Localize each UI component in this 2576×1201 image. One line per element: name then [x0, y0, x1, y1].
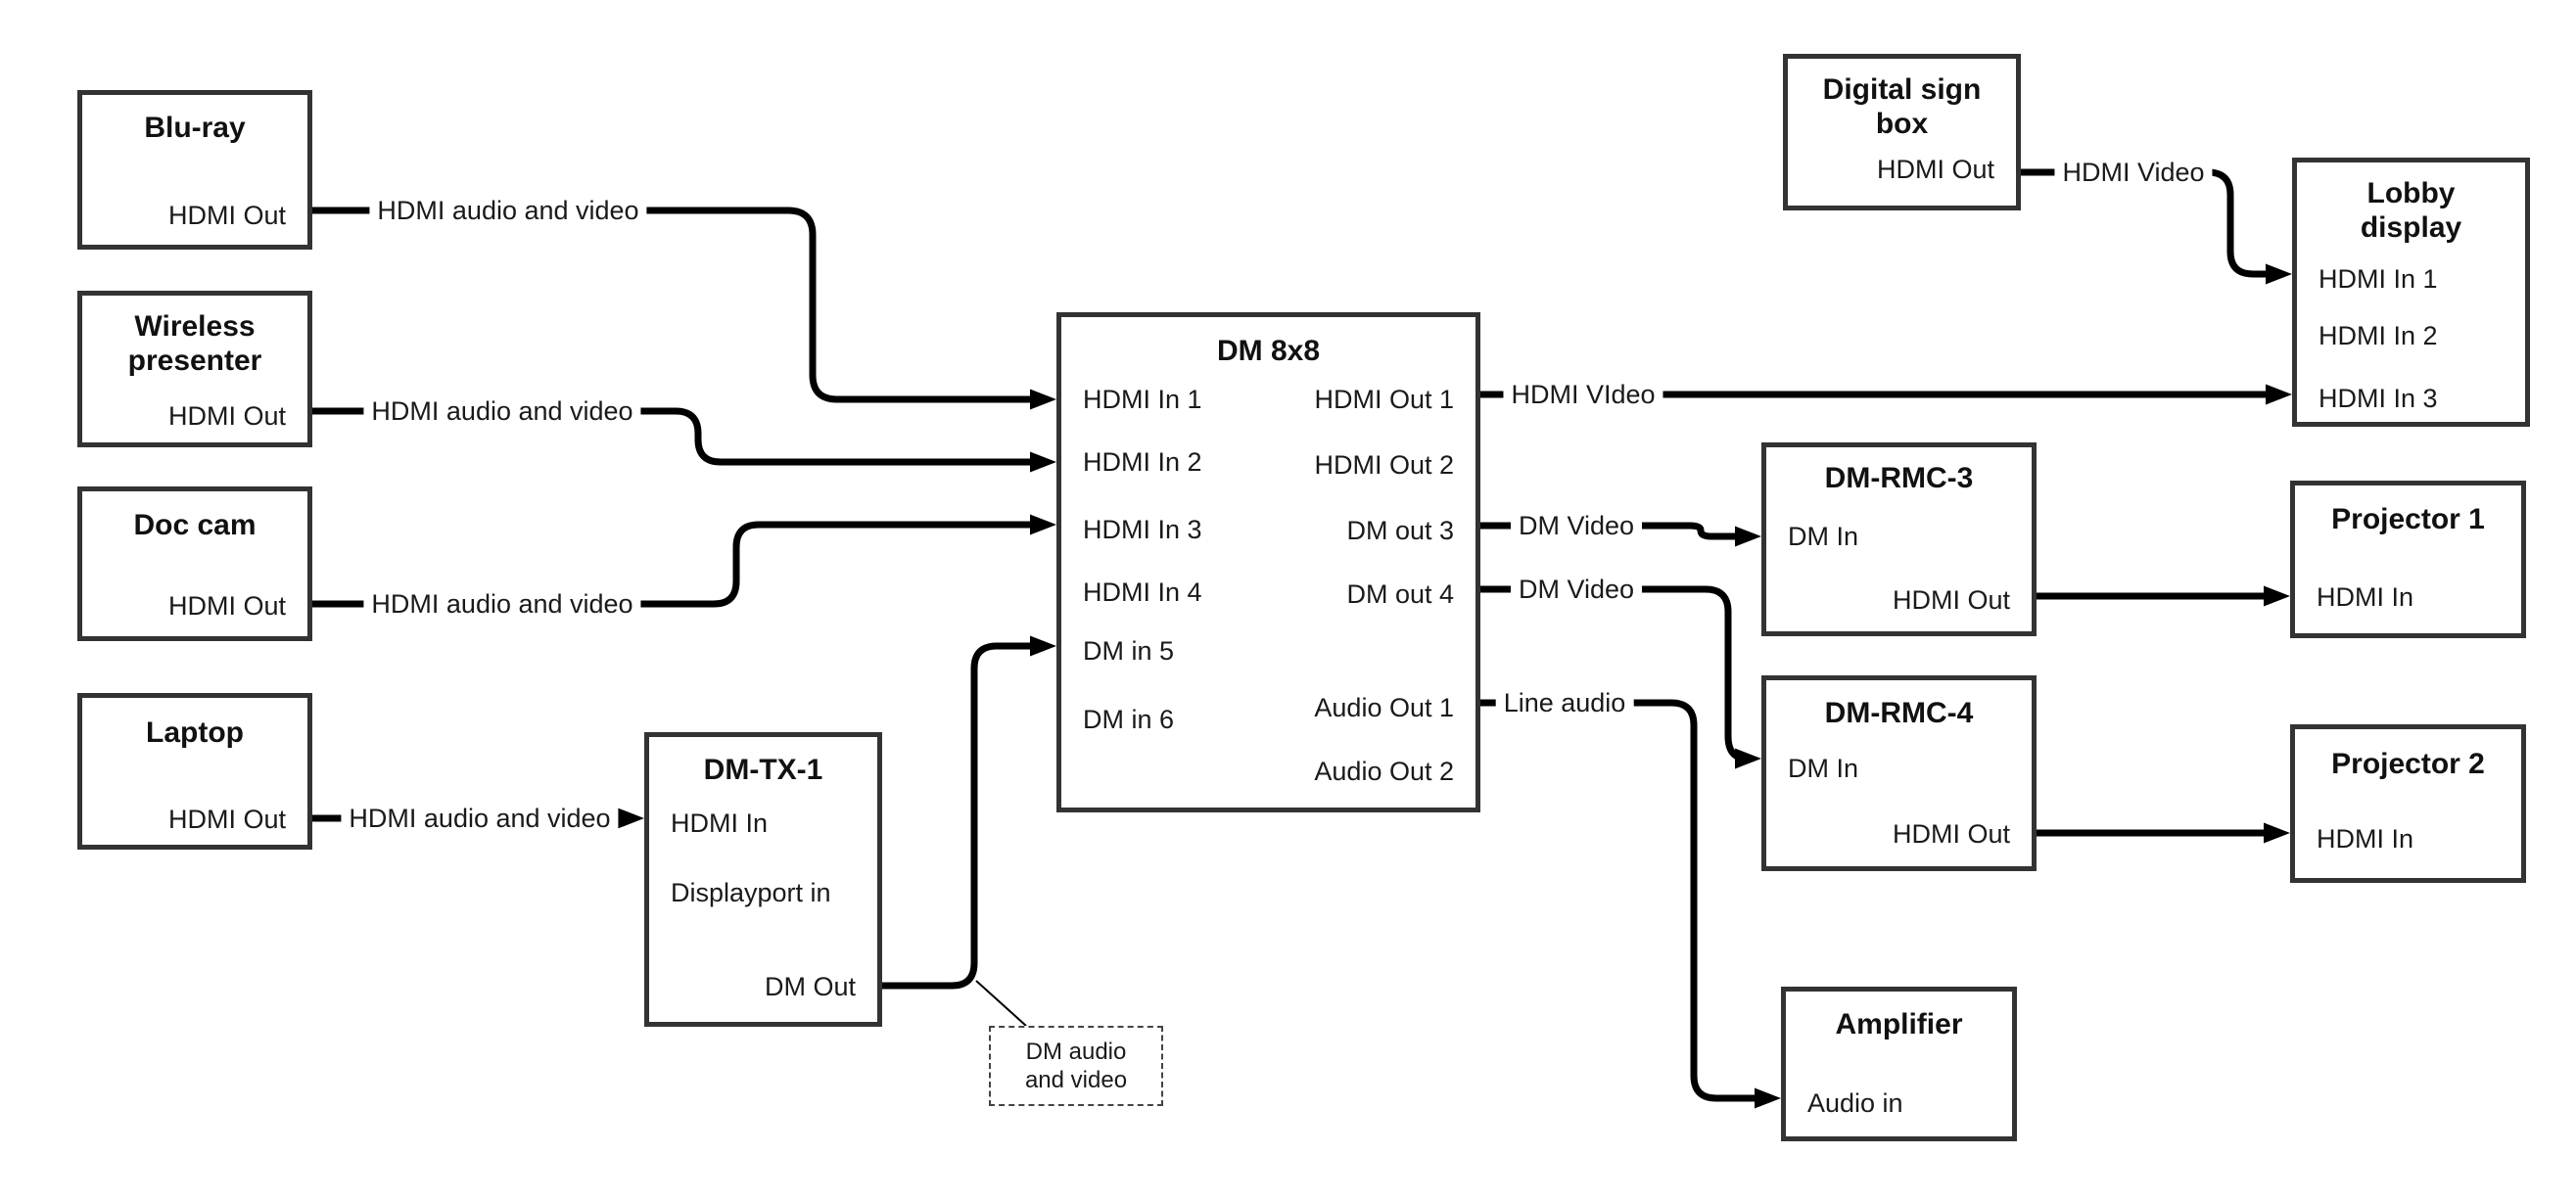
connector-bluray-to-dm8x8: [312, 207, 1056, 410]
node-title: Digital sign box: [1822, 73, 1982, 140]
port-hdmi-out: HDMI Out: [1876, 155, 1994, 184]
port-hdmi-in: HDMI In: [2317, 582, 2414, 612]
node-title: Projector 1: [2331, 503, 2485, 535]
wire-label-line-audio: Line audio: [1495, 688, 1634, 717]
connector-dm8x8-to-dmrmc4: [1480, 585, 1761, 769]
node-title: DM-RMC-4: [1824, 697, 1974, 729]
port-hdmi-in-2: HDMI In 2: [2318, 321, 2438, 350]
wire-label-hdmi-video-out1: HDMI VIdeo: [1503, 380, 1663, 409]
port-audio-in: Audio in: [1807, 1088, 1903, 1118]
port-dm-out: DM Out: [764, 972, 856, 1001]
connector-digital-sign-to-lobby: [2021, 168, 2292, 285]
port-hdmi-out: HDMI Out: [167, 805, 286, 834]
port-hdmi-out-2: HDMI Out 2: [1314, 450, 1454, 480]
wire-label-hdmi-audio-video-1: HDMI audio and video: [369, 196, 647, 225]
connector-doccam-to-dm8x8: [312, 514, 1056, 608]
connector-wireless-to-dm8x8: [312, 407, 1056, 473]
node-amplifier: Amplifier Audio in: [1781, 987, 2017, 1141]
port-hdmi-in-1: HDMI In 1: [1083, 385, 1202, 414]
port-hdmi-out: HDMI Out: [1892, 585, 2010, 615]
node-dm-8x8: DM 8x8 HDMI In 1 HDMI In 2 HDMI In 3 HDM…: [1056, 312, 1480, 812]
node-title: Projector 2: [2331, 748, 2485, 780]
connector-dm8x8-to-amplifier: [1480, 699, 1781, 1109]
note-leader-line: [975, 980, 1027, 1027]
note-dm-audio-and-video: DM audio and video: [989, 1026, 1163, 1106]
node-title: Wireless presenter: [127, 310, 262, 377]
connector-dm8x8-to-dmrmc3: [1480, 522, 1761, 547]
port-hdmi-out: HDMI Out: [167, 591, 286, 621]
wire-label-hdmi-audio-video-2: HDMI audio and video: [363, 396, 641, 426]
wire-label-hdmi-audio-video-3: HDMI audio and video: [363, 589, 641, 619]
port-hdmi-in-4: HDMI In 4: [1083, 577, 1202, 607]
port-hdmi-in: HDMI In: [2317, 824, 2414, 854]
port-hdmi-in-3: HDMI In 3: [2318, 384, 2438, 413]
node-laptop: Laptop HDMI Out: [77, 693, 312, 850]
wire-label-hdmi-video-sign: HDMI Video: [2054, 158, 2213, 187]
port-hdmi-out-1: HDMI Out 1: [1314, 385, 1454, 414]
port-hdmi-out: HDMI Out: [167, 401, 286, 431]
port-hdmi-in-1: HDMI In 1: [2318, 264, 2438, 294]
node-title: Lobby display: [2360, 177, 2462, 244]
node-blu-ray: Blu-ray HDMI Out: [77, 90, 312, 250]
port-dm-in: DM In: [1788, 522, 1859, 551]
wire-label-hdmi-audio-video-4: HDMI audio and video: [341, 804, 619, 833]
node-projector-1: Projector 1 HDMI In: [2290, 481, 2526, 638]
node-title: DM-RMC-3: [1824, 462, 1974, 494]
node-dm-tx-1: DM-TX-1 HDMI In Displayport in DM Out: [644, 732, 882, 1027]
node-title: Laptop: [146, 716, 244, 749]
port-audio-out-1: Audio Out 1: [1314, 693, 1454, 722]
port-displayport-in: Displayport in: [671, 878, 831, 907]
node-title: DM-TX-1: [703, 754, 823, 786]
port-dm-in-6: DM in 6: [1083, 705, 1175, 734]
node-lobby-display: Lobby display HDMI In 1 HDMI In 2 HDMI I…: [2292, 158, 2530, 427]
node-dm-rmc-4: DM-RMC-4 DM In HDMI Out: [1761, 675, 2037, 871]
node-wireless-presenter: Wireless presenter HDMI Out: [77, 291, 312, 447]
port-dm-out-3: DM out 3: [1346, 516, 1454, 545]
node-dm-rmc-3: DM-RMC-3 DM In HDMI Out: [1761, 442, 2037, 636]
node-projector-2: Projector 2 HDMI In: [2290, 724, 2526, 883]
port-hdmi-in-2: HDMI In 2: [1083, 447, 1202, 477]
node-digital-sign-box: Digital sign box HDMI Out: [1783, 54, 2021, 210]
connector-dmtx1-to-dm8x8: [882, 635, 1056, 990]
node-title: Blu-ray: [144, 112, 246, 144]
port-hdmi-in: HDMI In: [671, 808, 769, 838]
wire-label-dm-video-out4: DM Video: [1510, 575, 1643, 604]
node-title: Doc cam: [133, 509, 257, 541]
node-title: DM 8x8: [1216, 335, 1321, 367]
port-dm-out-4: DM out 4: [1346, 579, 1454, 609]
port-dm-in-5: DM in 5: [1083, 636, 1175, 666]
node-title: Amplifier: [1835, 1008, 1963, 1040]
port-hdmi-out: HDMI Out: [167, 201, 286, 230]
port-dm-in: DM In: [1788, 754, 1859, 783]
port-audio-out-2: Audio Out 2: [1314, 757, 1454, 786]
node-doc-cam: Doc cam HDMI Out: [77, 486, 312, 641]
port-hdmi-out: HDMI Out: [1892, 819, 2010, 849]
port-hdmi-in-3: HDMI In 3: [1083, 515, 1202, 544]
wire-label-dm-video-out3: DM Video: [1510, 511, 1643, 540]
